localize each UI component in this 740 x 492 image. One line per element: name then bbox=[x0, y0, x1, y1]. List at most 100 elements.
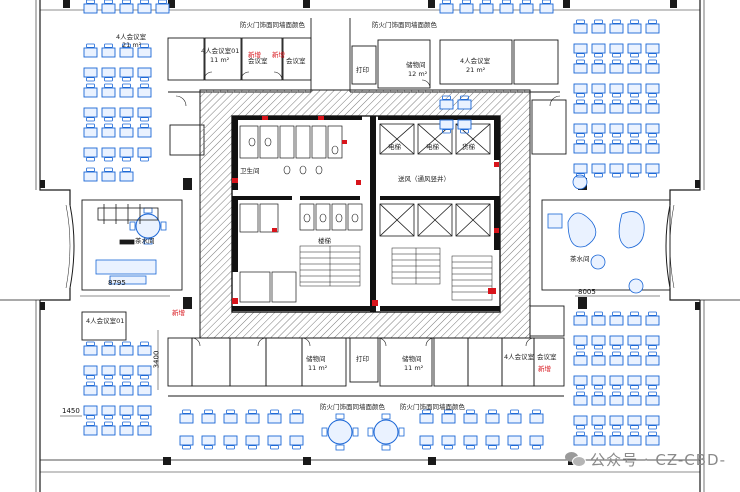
dim-8795: 8795 bbox=[108, 279, 126, 287]
workstation-desk bbox=[609, 391, 624, 406]
workstation-desk bbox=[83, 0, 98, 14]
workstation-desk bbox=[119, 341, 134, 356]
workstation-desk bbox=[155, 0, 170, 14]
workstation-desk bbox=[499, 0, 514, 14]
workstation-desk bbox=[609, 163, 624, 178]
workstation-desk bbox=[645, 19, 660, 34]
workstation-desk bbox=[573, 311, 588, 326]
label-conf-room: 会议室 bbox=[537, 353, 557, 361]
workstation-desk bbox=[137, 83, 152, 98]
label-conf-room: 4人会议室01 bbox=[201, 47, 240, 55]
workstation-desk bbox=[609, 43, 624, 58]
dim-3400: 3400 bbox=[152, 350, 161, 369]
label-stair: 楼梯 bbox=[318, 237, 331, 245]
workstation-desk bbox=[179, 409, 194, 424]
label-shaft: 送风（通风竖井） bbox=[398, 175, 450, 183]
workstation-desk bbox=[507, 409, 522, 424]
workstation-desk bbox=[101, 147, 116, 162]
label-storage: 储物间 bbox=[406, 61, 426, 69]
workstation-desk bbox=[101, 43, 116, 58]
workstation-desk bbox=[529, 435, 544, 450]
door-swings bbox=[175, 71, 561, 347]
workstation-desk bbox=[627, 163, 642, 178]
workstation-desk bbox=[627, 59, 642, 74]
workstation-desk bbox=[119, 67, 134, 82]
workstation-desk bbox=[645, 139, 660, 154]
workstation-desk bbox=[101, 405, 116, 420]
workstation-desk bbox=[645, 123, 660, 138]
workstation-desk bbox=[137, 147, 152, 162]
workstation-desk bbox=[591, 163, 606, 178]
workstation-desk bbox=[539, 0, 554, 14]
workstation-desk bbox=[573, 431, 588, 446]
workstation-desk bbox=[609, 19, 624, 34]
workstation-desk bbox=[137, 341, 152, 356]
workstation-desk bbox=[83, 381, 98, 396]
label-elevator: 电梯 bbox=[388, 143, 401, 151]
label-print: 打印 bbox=[356, 355, 369, 363]
workstation-desk bbox=[101, 107, 116, 122]
label-fire-door: 防火门饰面同墙面颜色 bbox=[320, 403, 385, 411]
workstation-desk bbox=[591, 83, 606, 98]
workstation-desk bbox=[627, 431, 642, 446]
workstation-desk bbox=[645, 83, 660, 98]
workstation-desk bbox=[101, 83, 116, 98]
workstation-desk bbox=[609, 431, 624, 446]
red-tag: 新增 bbox=[272, 51, 285, 59]
label-elevator: 电梯 bbox=[426, 143, 439, 151]
partitions bbox=[81, 18, 671, 397]
workstation-desk bbox=[573, 59, 588, 74]
label-area: 12 m² bbox=[408, 70, 428, 78]
watermark: 公众号 · CZ-CBD- bbox=[565, 449, 726, 470]
workstation-desk bbox=[245, 409, 260, 424]
workstation-desk bbox=[591, 431, 606, 446]
dim-1450: 1450 bbox=[62, 407, 80, 415]
workstation-desk bbox=[609, 415, 624, 430]
workstation-desk bbox=[101, 0, 116, 14]
workstation-desk bbox=[591, 311, 606, 326]
workstation-desk bbox=[463, 435, 478, 450]
workstation-desk bbox=[609, 99, 624, 114]
dimension-lines bbox=[60, 295, 660, 417]
workstation-desk bbox=[573, 351, 588, 366]
workstation-desk bbox=[627, 99, 642, 114]
workstation-desk bbox=[627, 335, 642, 350]
workstation-desk bbox=[479, 0, 494, 14]
workstation-desk bbox=[289, 409, 304, 424]
workstation-desk bbox=[645, 335, 660, 350]
workstation-desk bbox=[101, 421, 116, 436]
workstation-desk bbox=[439, 0, 454, 14]
label-fire-door: 防火门饰面同墙面颜色 bbox=[400, 403, 465, 411]
workstation-desk bbox=[645, 415, 660, 430]
workstation-desk bbox=[645, 43, 660, 58]
workstation-desk bbox=[609, 59, 624, 74]
workstation-desk bbox=[591, 351, 606, 366]
label-conf-4p: 4人会议室 bbox=[504, 353, 535, 361]
red-tag: 新增 bbox=[538, 365, 551, 373]
workstation-desk bbox=[591, 139, 606, 154]
label-storage: 储物间 bbox=[402, 355, 422, 363]
label-print: 打印 bbox=[356, 66, 369, 74]
workstation-desk bbox=[609, 311, 624, 326]
workstation-desk bbox=[83, 421, 98, 436]
workstation-desk bbox=[119, 123, 134, 138]
workstation-desk bbox=[245, 435, 260, 450]
label-area: 11 m² bbox=[404, 364, 424, 372]
workstation-desk bbox=[627, 19, 642, 34]
workstation-desk bbox=[137, 365, 152, 380]
workstation-desk bbox=[645, 163, 660, 178]
workstation-desk bbox=[573, 19, 588, 34]
workstation-desk bbox=[627, 375, 642, 390]
label-fire-door: 防火门饰面同墙面颜色 bbox=[372, 21, 437, 29]
workstation-desk bbox=[179, 435, 194, 450]
label-area: 21 m² bbox=[466, 66, 486, 74]
workstation-desk bbox=[519, 0, 534, 14]
workstation-desk bbox=[627, 83, 642, 98]
workstation-desk bbox=[645, 431, 660, 446]
workstation-desk bbox=[83, 43, 98, 58]
workstation-desk bbox=[137, 381, 152, 396]
label-tea-room: 茶水间 bbox=[570, 255, 590, 263]
workstation-desk bbox=[627, 43, 642, 58]
wechat-icon bbox=[565, 452, 587, 467]
